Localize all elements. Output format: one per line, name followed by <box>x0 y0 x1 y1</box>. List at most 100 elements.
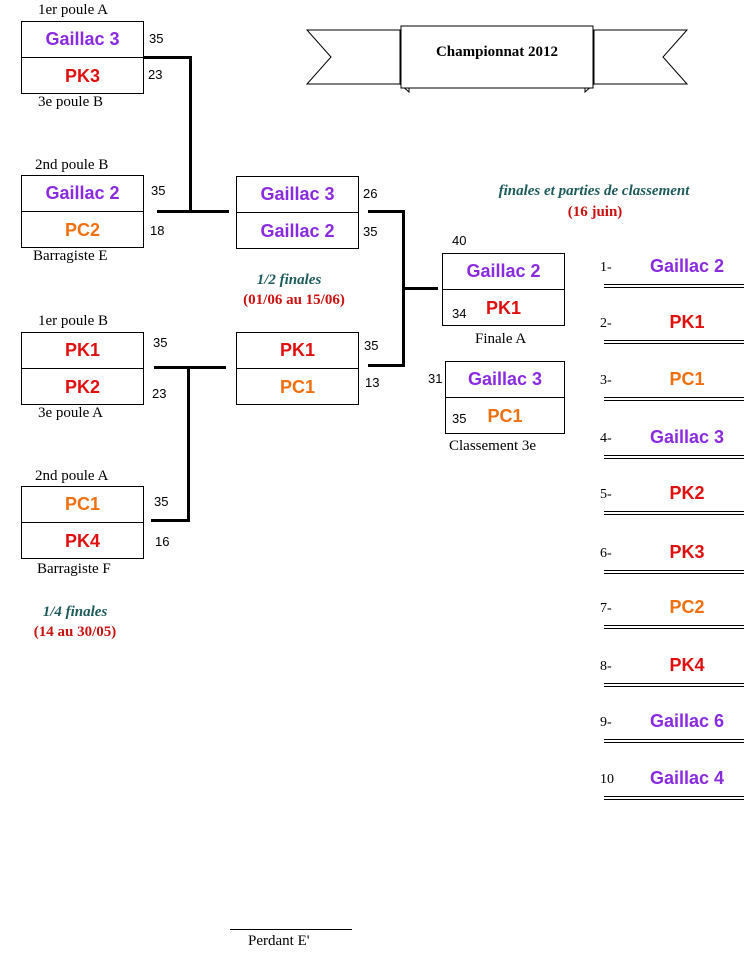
rank-number: 7- <box>600 601 612 616</box>
qf4-label-bottom: Barragiste F <box>37 561 111 577</box>
banner-ribbon <box>305 25 689 94</box>
rank-divider <box>604 458 744 459</box>
qf1-score-a: 35 <box>149 31 164 46</box>
connector <box>189 56 192 213</box>
rank-divider <box>604 397 744 398</box>
qf3-team-a: PK1 <box>22 333 143 369</box>
rank-team: Gaillac 4 <box>649 768 725 788</box>
connector <box>144 56 192 59</box>
qf2-team-a: Gaillac 2 <box>22 176 143 212</box>
qf4-team-b: PK4 <box>64 530 100 551</box>
rank-divider <box>604 796 744 797</box>
finals-dates: (16 juin) <box>567 204 623 220</box>
sf2-score-b: 13 <box>365 375 380 390</box>
rank-number: 8- <box>600 659 612 674</box>
rank-number: 4- <box>600 431 612 446</box>
footer-rule <box>230 929 352 930</box>
rank-divider <box>604 455 744 456</box>
final-label: Finale A <box>475 331 527 347</box>
ranking-row-6: 6- PK3 <box>598 542 746 582</box>
qf2-label-top: 2nd poule B <box>35 157 109 173</box>
rank-divider <box>604 570 744 571</box>
qf1-match: Gaillac 3 PK3 <box>21 21 144 94</box>
connector <box>157 210 229 213</box>
rank-divider <box>604 742 744 743</box>
ranking-row-3: 3- PC1 <box>598 369 746 409</box>
rank-team: PK4 <box>669 655 705 675</box>
connector <box>368 364 405 367</box>
qf4-team-a: PC1 <box>22 487 143 523</box>
qf2-score-b: 18 <box>150 223 165 238</box>
final-score-a: 40 <box>452 233 467 248</box>
sf1-team-b: Gaillac 2 <box>260 220 335 241</box>
qf2-label-bottom: Barragiste E <box>33 248 108 264</box>
qf2-score-a: 35 <box>151 183 166 198</box>
finals-title: finales et parties de classement <box>498 183 690 199</box>
rank-divider <box>604 739 744 740</box>
ranking-row-10: 10 Gaillac 4 <box>598 768 746 808</box>
rank-number: 6- <box>600 546 612 561</box>
sf2-match: PK1 PC1 <box>236 332 359 405</box>
third-score-b: 35 <box>452 411 467 426</box>
final-score-b: 34 <box>452 306 467 321</box>
banner-title: Championnat 2012 <box>435 44 559 60</box>
connector <box>154 366 226 369</box>
rank-divider <box>604 573 744 574</box>
final-a-match: Gaillac 2 PK1 <box>442 253 565 326</box>
qf3-score-a: 35 <box>153 335 168 350</box>
qf3-label-bottom: 3e poule A <box>38 405 103 421</box>
third-label: Classement 3e <box>449 438 537 454</box>
rank-number: 10 <box>600 772 614 787</box>
sf1-team-a: Gaillac 3 <box>237 177 358 213</box>
rank-divider <box>604 511 744 512</box>
third-score-a: 31 <box>428 371 443 386</box>
rank-number: 2- <box>600 316 612 331</box>
rank-divider <box>604 400 744 401</box>
rank-divider <box>604 686 744 687</box>
connector <box>187 366 190 522</box>
sf1-match: Gaillac 3 Gaillac 2 <box>236 176 359 249</box>
qf1-team-a: Gaillac 3 <box>22 22 143 58</box>
ranking-row-8: 8- PK4 <box>598 655 746 695</box>
rank-number: 5- <box>600 487 612 502</box>
rank-team: PK3 <box>669 542 705 562</box>
ranking-row-5: 5- PK2 <box>598 483 746 523</box>
ranking-row-4: 4- Gaillac 3 <box>598 427 746 467</box>
rank-team: PC1 <box>669 369 705 389</box>
qf2-match: Gaillac 2 PC2 <box>21 175 144 248</box>
rank-divider <box>604 683 744 684</box>
sf2-team-a: PK1 <box>237 333 358 369</box>
sf1-score-a: 26 <box>363 186 378 201</box>
qf1-label-top: 1er poule A <box>38 2 108 18</box>
rank-divider <box>604 284 744 285</box>
rank-number: 3- <box>600 373 612 388</box>
final-team-a: Gaillac 2 <box>443 254 564 290</box>
third-match: Gaillac 3 PC1 <box>445 361 565 434</box>
qf4-score-a: 35 <box>154 494 169 509</box>
rank-divider <box>604 340 744 341</box>
rank-divider <box>604 343 744 344</box>
quarter-dates: (14 au 30/05) <box>33 624 117 640</box>
ranking-row-9: 9- Gaillac 6 <box>598 711 746 751</box>
third-team-b: PC1 <box>487 405 523 426</box>
rank-team: PC2 <box>669 597 705 617</box>
qf4-score-b: 16 <box>155 534 170 549</box>
qf2-team-b: PC2 <box>64 219 100 240</box>
semi-dates: (01/06 au 15/06) <box>243 292 345 308</box>
ranking-row-1: 1- Gaillac 2 <box>598 256 746 296</box>
rank-number: 9- <box>600 715 612 730</box>
connector <box>151 519 190 522</box>
rank-team: PK1 <box>669 312 705 332</box>
rank-team: Gaillac 6 <box>649 711 725 731</box>
connector <box>404 287 438 290</box>
sf2-team-b: PC1 <box>279 376 315 397</box>
qf3-team-b: PK2 <box>64 376 100 397</box>
rank-divider <box>604 628 744 629</box>
rank-divider <box>604 287 744 288</box>
connector <box>402 210 405 367</box>
third-team-a: Gaillac 3 <box>446 362 564 398</box>
rank-team: Gaillac 3 <box>649 427 725 447</box>
qf1-score-b: 23 <box>148 67 163 82</box>
rank-divider <box>604 514 744 515</box>
ranking-row-2: 2- PK1 <box>598 312 746 352</box>
